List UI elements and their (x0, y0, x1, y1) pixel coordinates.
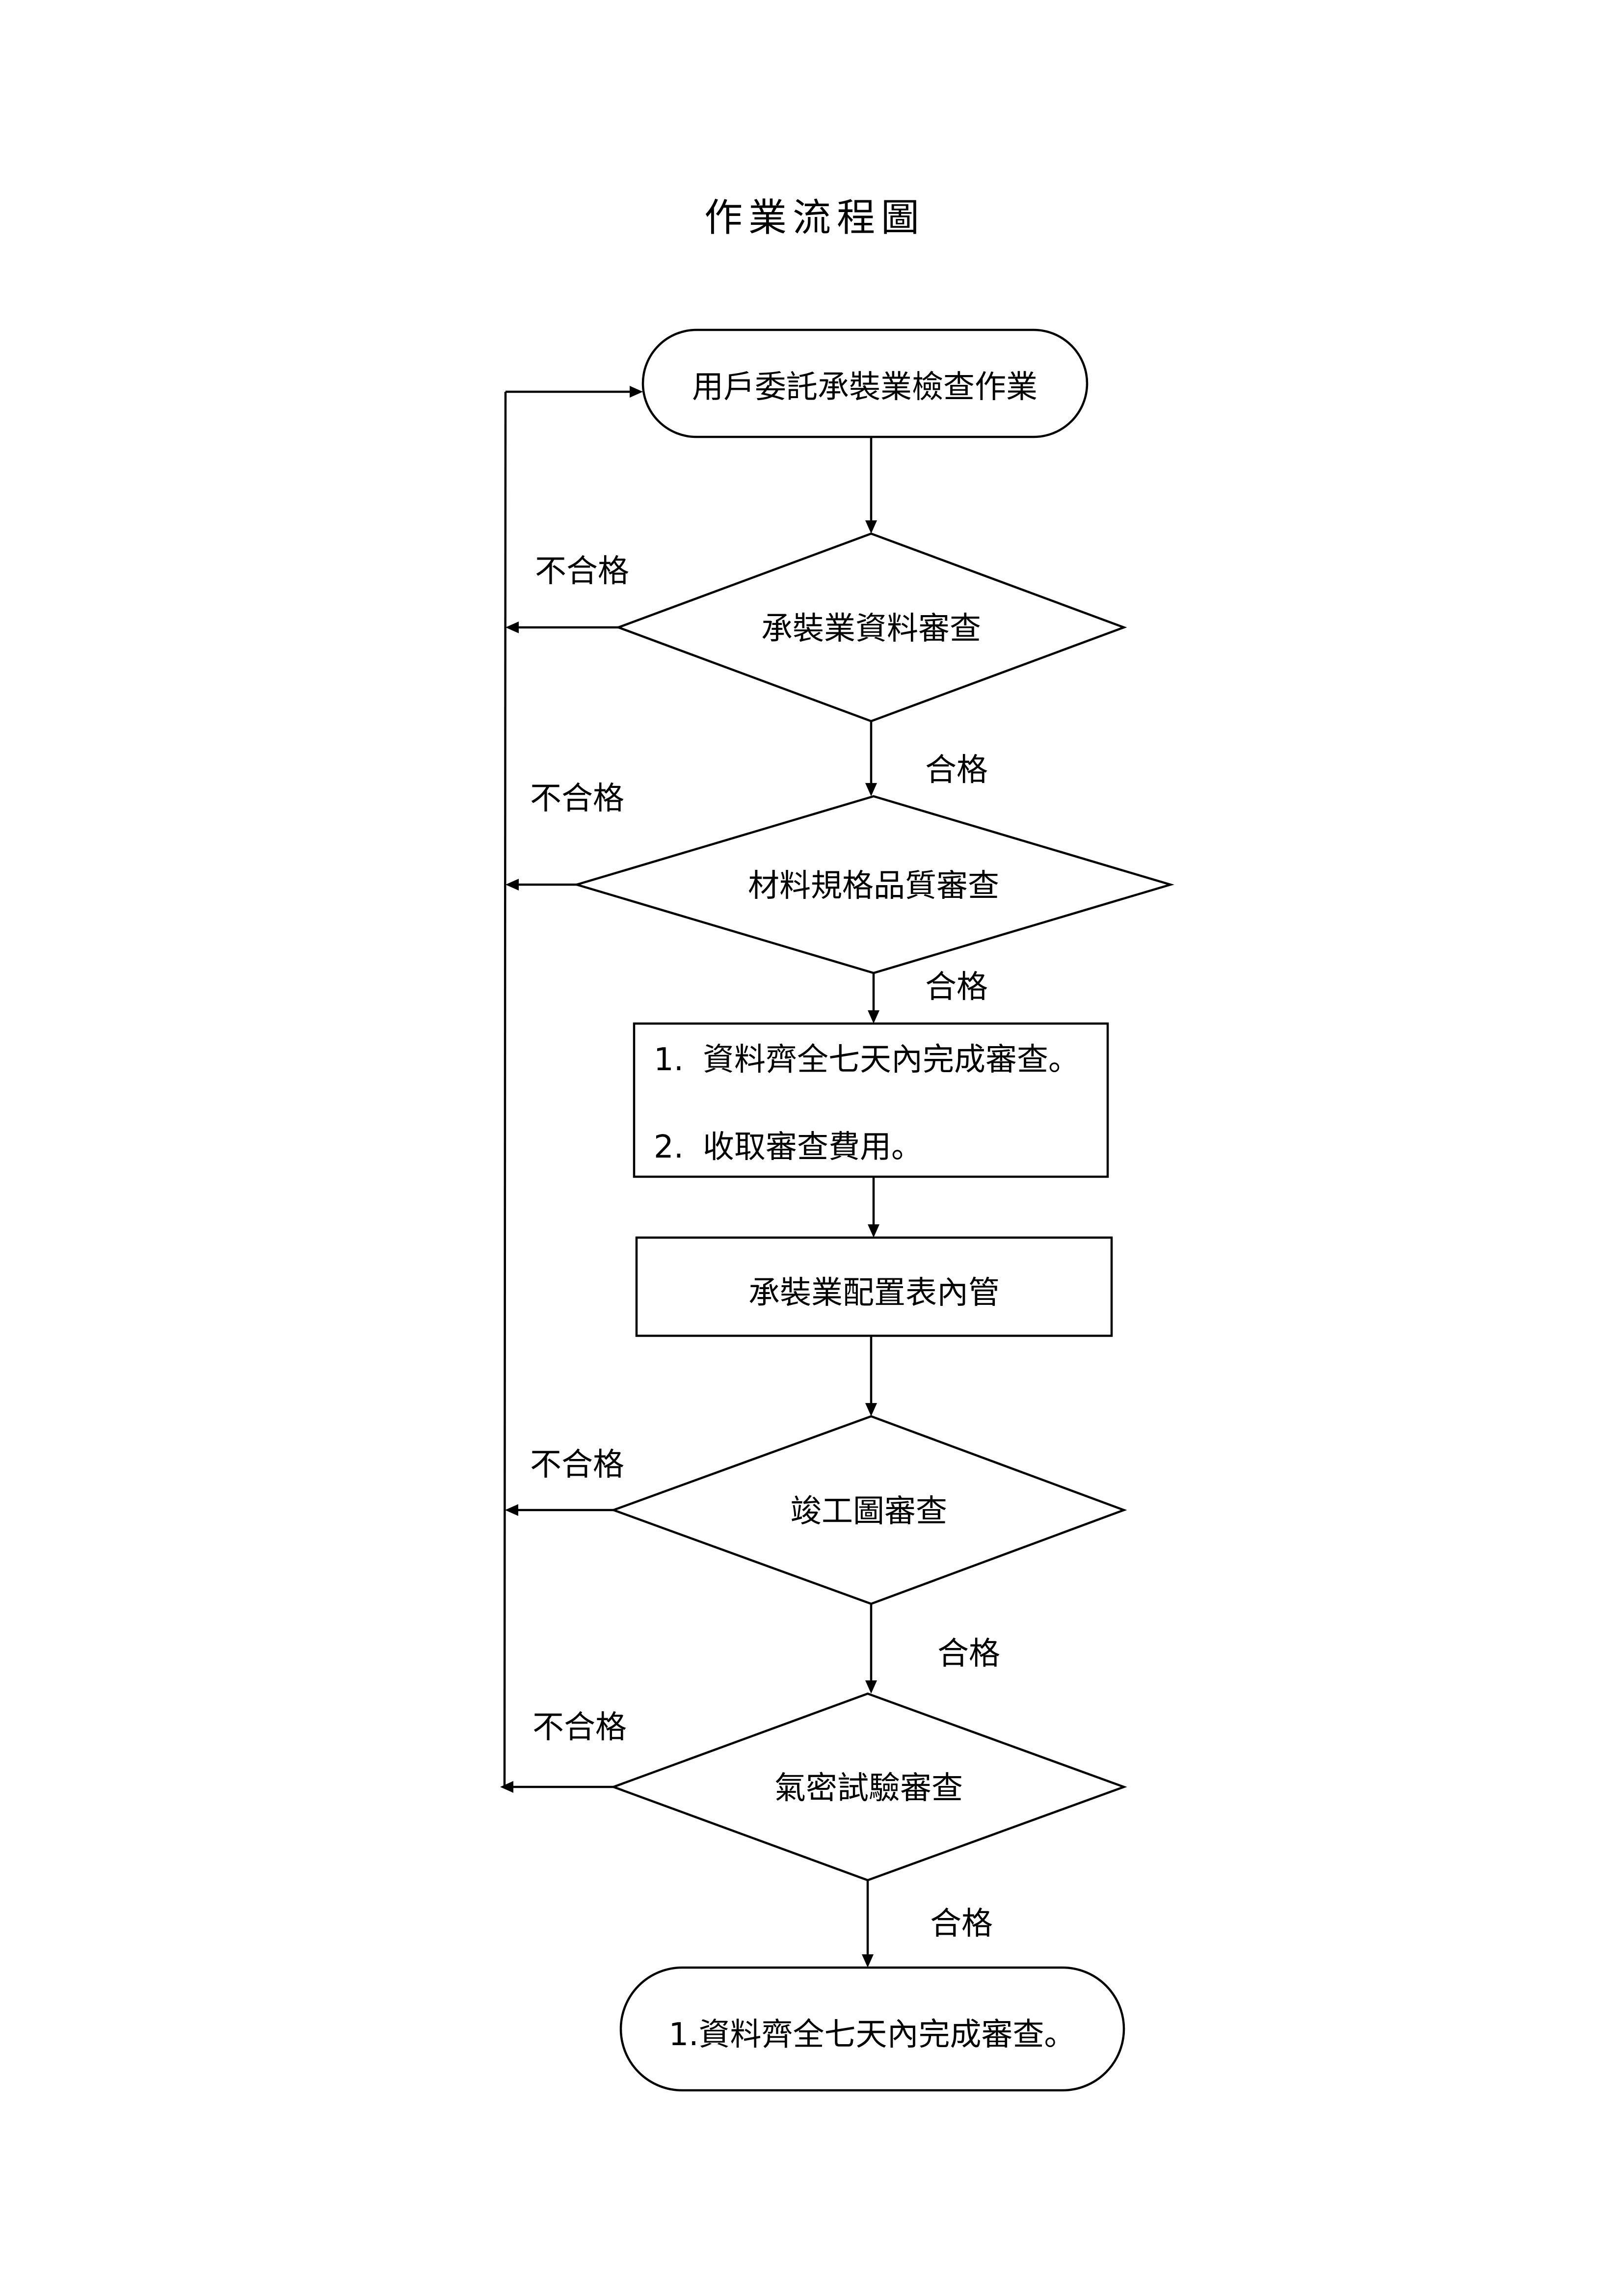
page-title: 作業流程圖 (704, 196, 925, 240)
pass-label-2: 合格 (925, 969, 988, 1005)
decision-node-2: 材料規格品質審查 (573, 795, 1174, 974)
arrowhead-return-to-start (630, 386, 643, 398)
pass-label-4: 合格 (930, 1906, 993, 1942)
process-1-box (633, 1022, 1109, 1178)
end-node: 1.資料齊全七天內完成審查。 (619, 1966, 1125, 2092)
start-terminator-shape (641, 328, 1089, 438)
arrowhead-fail-decision4 (500, 1781, 513, 1793)
decision-3-label: 竣工圖審查 (790, 1493, 947, 1530)
arrowhead-decision3 (865, 1403, 877, 1416)
process-2-box (635, 1236, 1113, 1337)
start-node-label: 用戶委託承裝業檢查作業 (692, 369, 1038, 405)
arrowhead-decision4 (865, 1680, 877, 1694)
pass-label-3: 合格 (937, 1636, 1000, 1672)
feedback-loop-vertical-line (503, 391, 507, 1787)
arrowhead-process2 (868, 1224, 879, 1238)
fail-label-3: 不合格 (530, 1447, 624, 1483)
arrowhead-fail-decision1 (506, 621, 519, 633)
process-1-line1-text: 資料齊全七天內完成審查。 (703, 1042, 1080, 1078)
process-node-2: 承裝業配置表內管 (635, 1236, 1113, 1337)
start-node: 用戶委託承裝業檢查作業 (641, 328, 1089, 438)
arrowhead-process1 (868, 1010, 879, 1024)
arrowhead-end (862, 1954, 874, 1968)
arrowhead-fail-decision3 (505, 1504, 518, 1516)
decision-node-3: 竣工圖審查 (610, 1415, 1127, 1605)
process-2-label: 承裝業配置表內管 (748, 1275, 1000, 1311)
fail-flow-connectors (500, 386, 643, 1793)
end-terminator-shape (619, 1966, 1125, 2092)
process-1-line2-number: 2. (654, 1129, 684, 1165)
decision-1-label: 承裝業資料審查 (761, 611, 981, 647)
decision-node-1: 承裝業資料審查 (615, 532, 1127, 723)
arrowhead-decision1 (865, 520, 877, 534)
main-flow-connectors (862, 437, 879, 1968)
process-1-line1-number: 1. (654, 1042, 684, 1078)
process-1-line2-text: 收取審查費用。 (703, 1129, 923, 1165)
pass-label-1: 合格 (925, 752, 988, 788)
arrowhead-decision2 (865, 783, 877, 796)
decision-node-4: 氣密試驗審查 (610, 1692, 1127, 1882)
process-node-1: 1. 資料齊全七天內完成審查。 2. 收取審查費用。 (633, 1022, 1109, 1178)
fail-label-4: 不合格 (532, 1709, 627, 1746)
decision-2-label: 材料規格品質審查 (748, 868, 999, 904)
end-node-label: 1.資料齊全七天內完成審查。 (668, 2017, 1075, 2053)
edge-labels: 不合格 不合格 不合格 不合格 合格 合格 合格 合格 (530, 553, 1000, 1942)
decision-4-label: 氣密試驗審查 (774, 1770, 963, 1807)
fail-label-1: 不合格 (535, 553, 629, 590)
fail-label-2: 不合格 (530, 781, 624, 817)
arrowhead-fail-decision2 (506, 879, 519, 891)
